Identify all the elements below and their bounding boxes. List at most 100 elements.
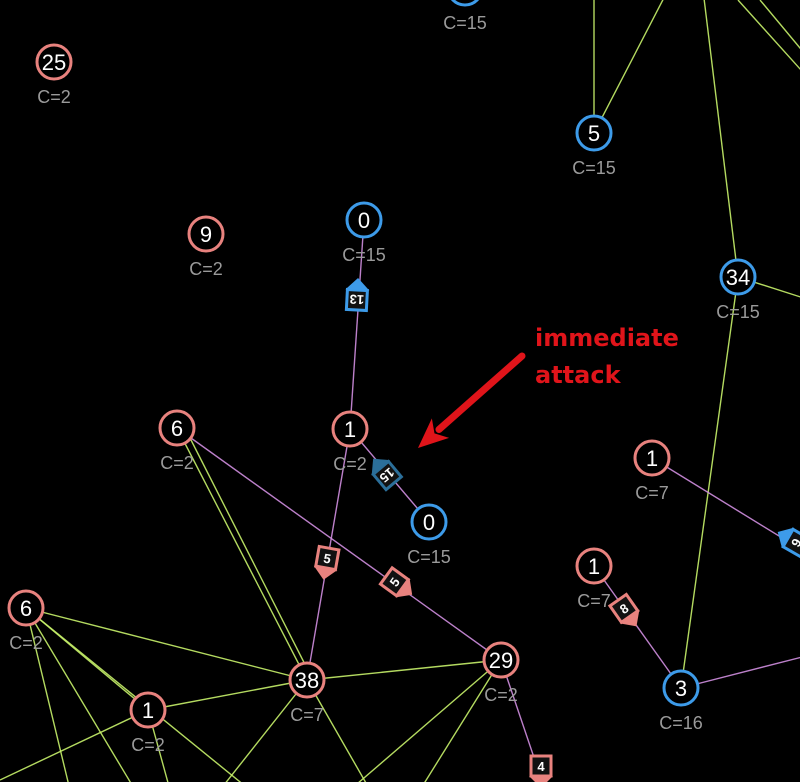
planet-ring xyxy=(410,503,448,541)
planet-capacity: C=16 xyxy=(659,713,703,733)
planet-n38[interactable]: 38C=7 xyxy=(288,661,326,725)
planet-ships: 3 xyxy=(675,676,687,701)
planet-capacity: C=2 xyxy=(131,735,165,755)
arrow-shaft xyxy=(435,352,526,433)
lane-green-15 xyxy=(0,709,149,781)
planet-capacity: C=15 xyxy=(407,547,451,567)
planet-capacity: C=7 xyxy=(290,705,324,725)
planet-n1a[interactable]: 1C=2 xyxy=(331,410,369,474)
lane-green-21 xyxy=(424,659,502,782)
planet-capacity: C=2 xyxy=(333,454,367,474)
planet-ships: 9 xyxy=(200,222,212,247)
fleet-count: 13 xyxy=(349,292,364,308)
annotation-line-1: immediate xyxy=(535,324,679,352)
planet-n1c[interactable]: 1C=7 xyxy=(575,547,613,611)
planet-capacity: C=7 xyxy=(577,591,611,611)
planet-n9[interactable]: 9C=2 xyxy=(187,215,225,279)
fleet-f5b[interactable]: 5 xyxy=(378,565,419,604)
planet-ships: 1 xyxy=(646,446,658,471)
fleet-f8[interactable]: 8 xyxy=(607,592,646,633)
lane-green-8 xyxy=(189,437,319,691)
planet-ships: 29 xyxy=(489,648,513,673)
planet-capacity: C=7 xyxy=(635,483,669,503)
lane-violet-22 xyxy=(349,219,365,430)
planet-n6a[interactable]: 6C=2 xyxy=(158,409,196,473)
fleet-f5a[interactable]: 5 xyxy=(312,544,341,582)
planet-ring xyxy=(575,547,613,585)
lane-violet-29 xyxy=(680,656,800,689)
planet-n29[interactable]: 29C=2 xyxy=(482,641,520,705)
annotation-line-2: attack xyxy=(535,361,621,389)
planet-ring xyxy=(331,410,369,448)
fleet-f4[interactable]: 4 xyxy=(529,754,553,782)
planet-capacity: C=15 xyxy=(443,13,487,33)
fleet-direction-icon xyxy=(371,458,391,476)
planet-capacity: C=2 xyxy=(9,633,43,653)
lane-green-17 xyxy=(306,659,502,681)
planet-n1b[interactable]: 1C=7 xyxy=(633,439,671,503)
planet-ring xyxy=(633,439,671,477)
planet-ships: 1 xyxy=(344,417,356,442)
planet-ships: 6 xyxy=(171,416,183,441)
arrow-head-icon xyxy=(418,418,450,448)
fleet-direction-icon xyxy=(395,577,413,598)
attack-annotation: immediate attack xyxy=(535,320,679,394)
planet-ships: 5 xyxy=(588,121,600,146)
planet-capacity: C=15 xyxy=(342,245,386,265)
planet-ships: 1 xyxy=(142,698,154,723)
planet-n0a[interactable]: 0C=15 xyxy=(342,201,386,265)
planet-n34[interactable]: 34C=15 xyxy=(716,258,760,322)
fleet-f15[interactable]: 15 xyxy=(364,451,404,492)
planet-n5[interactable]: 5C=15 xyxy=(572,114,616,178)
planet-capacity: C=15 xyxy=(572,158,616,178)
planet-ships: 34 xyxy=(726,265,750,290)
fleet-box xyxy=(378,565,411,598)
planet-ships: 25 xyxy=(42,50,66,75)
lane-green-18 xyxy=(306,679,367,782)
planet-capacity: C=2 xyxy=(484,685,518,705)
planet-ring xyxy=(129,691,167,729)
fleet-f6[interactable]: 6 xyxy=(772,522,800,559)
planet-ring xyxy=(662,669,700,707)
lane-green-3 xyxy=(737,0,800,70)
planet-n0b[interactable]: 0C=15 xyxy=(407,503,451,567)
fleet-direction-icon xyxy=(777,527,795,549)
planet-ring xyxy=(345,201,383,239)
lane-green-14 xyxy=(147,679,308,711)
lane-green-12 xyxy=(25,607,132,782)
fleet-count: 5 xyxy=(322,551,332,567)
planet-n1d[interactable]: 1C=2 xyxy=(129,691,167,755)
lane-green-1 xyxy=(593,0,664,134)
lane-green-4 xyxy=(759,0,800,50)
planet-n3[interactable]: 3C=16 xyxy=(659,669,703,733)
fleet-f13[interactable]: 13 xyxy=(344,277,370,313)
fleet-direction-icon xyxy=(529,776,553,782)
lane-green-7 xyxy=(176,427,308,681)
planet-ships: 0 xyxy=(423,510,435,535)
lane-green-11 xyxy=(25,607,69,782)
planet-capacity: C=15 xyxy=(716,302,760,322)
planet-ships: 38 xyxy=(295,668,319,693)
planet-n6b[interactable]: 6C=2 xyxy=(7,589,45,653)
planet-n25[interactable]: 25C=2 xyxy=(35,43,73,107)
planet-ring xyxy=(450,0,480,7)
lane-green-9 xyxy=(25,607,308,681)
lane-green-2 xyxy=(703,0,739,278)
planet-ring xyxy=(7,589,45,627)
planet-n-top[interactable]: C=15 xyxy=(443,0,487,33)
planet-capacity: C=2 xyxy=(160,453,194,473)
fleet-direction-icon xyxy=(313,565,338,580)
lane-violet-25 xyxy=(176,427,502,661)
planet-ring xyxy=(719,258,757,296)
planet-ring xyxy=(482,641,520,679)
planet-ring xyxy=(288,661,326,699)
fleet-direction-icon xyxy=(345,278,370,291)
lane-violet-27 xyxy=(651,457,800,550)
planet-ring xyxy=(158,409,196,447)
planet-ships: 0 xyxy=(358,208,370,233)
planet-ring xyxy=(187,215,225,253)
